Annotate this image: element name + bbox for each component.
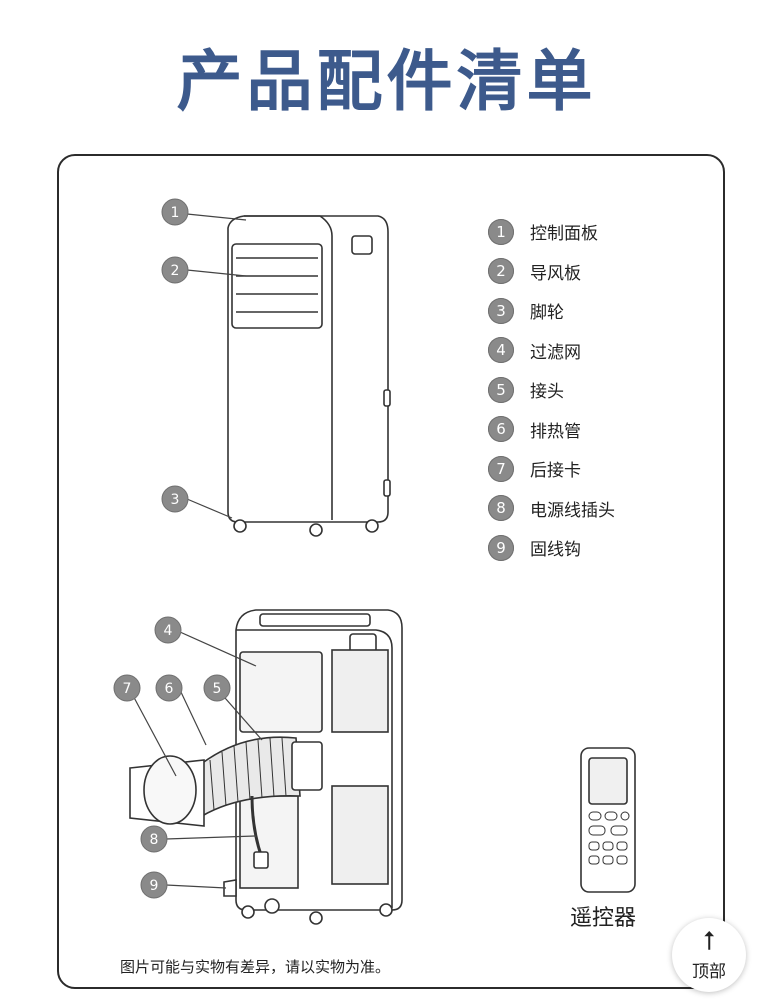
legend-label: 脚轮	[530, 303, 564, 324]
legend-number: 2	[488, 258, 514, 285]
legend-label: 接头	[530, 382, 564, 403]
callout-4: 4	[164, 623, 173, 639]
legend-item: 9 固线钩	[488, 528, 615, 568]
legend-label: 控制面板	[530, 224, 598, 245]
legend-label: 过滤网	[530, 342, 581, 363]
callout-3: 3	[171, 492, 180, 508]
legend-number: 8	[488, 495, 514, 522]
page-title: 产品配件清单	[176, 43, 597, 120]
legend-item: 6 排热管	[488, 410, 615, 450]
callout-2: 2	[171, 263, 180, 279]
callout-8: 8	[150, 832, 159, 848]
back-to-top-button[interactable]: ⭡ 顶部	[672, 918, 746, 992]
legend-number: 7	[488, 455, 514, 482]
legend-label: 后接卡	[530, 461, 581, 482]
legend-number: 6	[488, 416, 514, 443]
legend-item: 3 脚轮	[488, 291, 615, 331]
legend-number: 9	[488, 534, 514, 561]
legend-item: 5 接头	[488, 370, 615, 410]
legend-item: 7 后接卡	[488, 449, 615, 489]
legend-label: 电源线插头	[530, 500, 615, 521]
callout-1: 1	[171, 205, 180, 221]
legend-item: 8 电源线插头	[488, 489, 615, 529]
legend-item: 2 导风板	[488, 252, 615, 292]
remote-label: 遥控器	[570, 906, 637, 931]
legend-label: 固线钩	[530, 540, 581, 561]
legend-label: 导风板	[530, 263, 581, 284]
legend-number: 3	[488, 297, 514, 324]
callout-6: 6	[165, 681, 174, 697]
legend-number: 5	[488, 376, 514, 403]
legend-number: 1	[488, 218, 514, 245]
legend-item: 4 过滤网	[488, 331, 615, 371]
legend-item: 1 控制面板	[488, 212, 615, 252]
callout-9: 9	[150, 878, 159, 894]
callout-5: 5	[213, 681, 222, 697]
disclaimer-text: 图片可能与实物有差异，请以实物为准。	[120, 958, 391, 976]
legend-number: 4	[488, 337, 514, 364]
arrow-up-icon: ⭡	[702, 926, 716, 957]
legend-label: 排热管	[530, 421, 581, 442]
parts-legend: 1 控制面板 2 导风板 3 脚轮 4 过滤网 5 接头 6 排热管 7 后接卡…	[488, 212, 615, 568]
callout-7: 7	[123, 681, 132, 697]
back-to-top-label: 顶部	[692, 961, 726, 982]
